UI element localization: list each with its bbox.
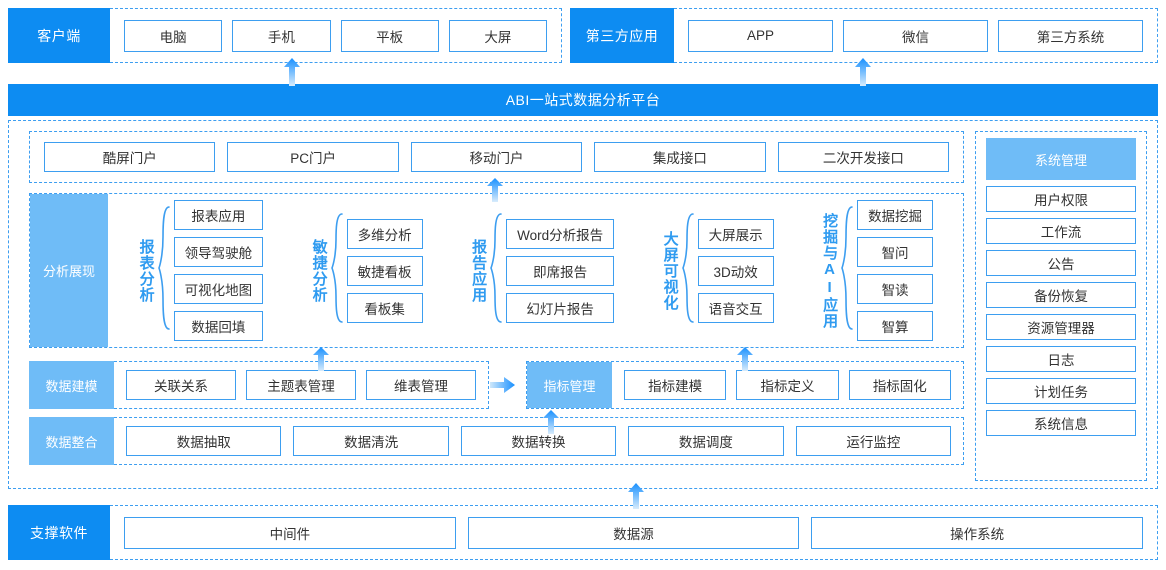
metric-management-block: 指标管理 指标建模 指标定义 指标固化	[526, 361, 964, 409]
modeling-item-dimension-table[interactable]: 维表管理	[366, 370, 476, 400]
analysis-item-zhidu[interactable]: 智读	[857, 274, 934, 304]
analysis-item-leader-cockpit[interactable]: 领导驾驶舱	[173, 237, 264, 267]
metric-management-items: 指标建模 指标定义 指标固化	[612, 362, 963, 408]
integration-item-cleanse[interactable]: 数据清洗	[293, 426, 449, 456]
sysadmin-item-announcement[interactable]: 公告	[986, 250, 1136, 276]
system-management-tag: 系统管理	[986, 138, 1136, 180]
portal-item-kuping[interactable]: 酷屏门户	[44, 142, 216, 172]
analysis-group-report-app-cells: Word分析报告 即席报告 幻灯片报告	[506, 218, 615, 323]
thirdparty-item-wechat[interactable]: 微信	[843, 19, 988, 52]
analysis-group-bigscreen-cells: 大屏展示 3D动效 语音交互	[697, 218, 774, 323]
thirdparty-layer-row: 第三方应用 APP 微信 第三方系统	[570, 8, 1158, 63]
analysis-item-dashboard-set[interactable]: 看板集	[346, 292, 423, 323]
client-item-phone[interactable]: 手机	[232, 19, 331, 52]
client-item-tablet[interactable]: 平板	[340, 19, 439, 52]
client-item-pc[interactable]: 电脑	[124, 19, 223, 52]
integration-item-extract[interactable]: 数据抽取	[126, 426, 282, 456]
left-brace-icon	[681, 212, 694, 329]
data-modeling-tag: 数据建模	[29, 361, 114, 409]
data-modeling-items: 关联关系 主题表管理 维表管理	[114, 361, 489, 409]
support-item-os[interactable]: 操作系统	[811, 516, 1144, 549]
analysis-item-adhoc-report[interactable]: 即席报告	[506, 255, 615, 286]
analysis-item-zhisuan[interactable]: 智算	[857, 311, 934, 341]
analysis-group-bigscreen-label: 大屏可视化	[661, 230, 679, 311]
analysis-item-bigscreen-display[interactable]: 大屏展示	[697, 218, 774, 249]
analysis-layer: 分析展现 报表分析 报表应用 领导驾驶舱 可视化地图 数据回填 敏捷分析	[29, 193, 964, 348]
thirdparty-item-system[interactable]: 第三方系统	[998, 19, 1143, 52]
analysis-groups: 报表分析 报表应用 领导驾驶舱 可视化地图 数据回填 敏捷分析	[108, 194, 963, 347]
platform-body: 酷屏门户 PC门户 移动门户 集成接口 二次开发接口 分析展现 报表分析 报表应…	[8, 120, 1158, 489]
sysadmin-item-log[interactable]: 日志	[986, 346, 1136, 372]
data-integration-tag: 数据整合	[29, 417, 114, 465]
metric-item-solidify[interactable]: 指标固化	[848, 370, 951, 400]
metric-management-tag: 指标管理	[527, 362, 612, 408]
data-modeling-left: 数据建模 关联关系 主题表管理 维表管理	[29, 361, 489, 409]
left-brace-icon	[490, 212, 502, 329]
thirdparty-item-app[interactable]: APP	[688, 19, 833, 52]
integration-item-monitor[interactable]: 运行监控	[795, 426, 952, 456]
portal-item-secondary-dev-api[interactable]: 二次开发接口	[777, 142, 950, 172]
analysis-item-visual-map[interactable]: 可视化地图	[173, 274, 264, 304]
platform-title-bar: ABI一站式数据分析平台	[8, 84, 1158, 116]
analysis-group-mining-ai: 挖掘与AI应用 数据挖掘 智问 智读 智算	[821, 200, 934, 341]
analysis-group-agile-cells: 多维分析 敏捷看板 看板集	[346, 218, 423, 323]
left-brace-icon	[841, 205, 853, 336]
thirdparty-layer-tag: 第三方应用	[570, 8, 674, 63]
support-software-tag: 支撑软件	[8, 505, 110, 560]
analysis-item-report-app[interactable]: 报表应用	[173, 200, 264, 230]
analysis-item-data-writeback[interactable]: 数据回填	[173, 311, 264, 341]
sysadmin-item-workflow[interactable]: 工作流	[986, 218, 1136, 244]
data-integration-items: 数据抽取 数据清洗 数据转换 数据调度 运行监控	[114, 417, 964, 465]
left-brace-icon	[157, 205, 170, 336]
portal-item-mobile[interactable]: 移动门户	[410, 142, 583, 172]
portal-item-integration-api[interactable]: 集成接口	[594, 142, 766, 172]
sysadmin-item-system-info[interactable]: 系统信息	[986, 410, 1136, 436]
analysis-group-agile: 敏捷分析 多维分析 敏捷看板 看板集	[311, 212, 423, 329]
analysis-item-voice-interaction[interactable]: 语音交互	[697, 292, 774, 323]
analysis-item-zhiwen[interactable]: 智问	[857, 237, 934, 267]
analysis-group-report-label: 报表分析	[137, 238, 155, 303]
support-software-items: 中间件 数据源 操作系统	[110, 505, 1158, 560]
portal-strip: 酷屏门户 PC门户 移动门户 集成接口 二次开发接口	[29, 131, 964, 183]
arrow-right-icon	[490, 376, 516, 394]
analysis-group-bigscreen: 大屏可视化 大屏展示 3D动效 语音交互	[662, 212, 774, 329]
client-layer-items: 电脑 手机 平板 大屏	[110, 8, 562, 63]
sysadmin-item-resource-manager[interactable]: 资源管理器	[986, 314, 1136, 340]
analysis-group-report-app: 报告应用 Word分析报告 即席报告 幻灯片报告	[470, 212, 615, 329]
sysadmin-item-user-permission[interactable]: 用户权限	[986, 186, 1136, 212]
analysis-item-word-report[interactable]: Word分析报告	[506, 218, 615, 249]
data-modeling-row: 数据建模 关联关系 主题表管理 维表管理 指标管理 指标建模 指标定义 指标固化	[29, 361, 964, 409]
support-item-datasource[interactable]: 数据源	[467, 516, 800, 549]
client-item-bigscreen[interactable]: 大屏	[448, 19, 547, 52]
sysadmin-item-scheduled-task[interactable]: 计划任务	[986, 378, 1136, 404]
analysis-group-mining-ai-cells: 数据挖掘 智问 智读 智算	[857, 200, 934, 341]
portal-item-pc[interactable]: PC门户	[227, 142, 399, 172]
modeling-item-relations[interactable]: 关联关系	[126, 370, 236, 400]
analysis-layer-tag: 分析展现	[30, 194, 108, 347]
sysadmin-item-backup-restore[interactable]: 备份恢复	[986, 282, 1136, 308]
metric-item-definition[interactable]: 指标定义	[736, 370, 839, 400]
analysis-group-mining-ai-label: 挖掘与AI应用	[821, 212, 839, 329]
analysis-group-agile-label: 敏捷分析	[310, 238, 328, 303]
analysis-group-report: 报表分析 报表应用 领导驾驶舱 可视化地图 数据回填	[137, 200, 264, 341]
metric-item-modeling[interactable]: 指标建模	[624, 370, 727, 400]
analysis-item-3d-effects[interactable]: 3D动效	[697, 255, 774, 286]
integration-item-schedule[interactable]: 数据调度	[628, 426, 784, 456]
analysis-group-report-app-label: 报告应用	[470, 238, 488, 303]
support-item-middleware[interactable]: 中间件	[124, 516, 456, 549]
analysis-item-multidim[interactable]: 多维分析	[346, 218, 423, 249]
data-integration-row: 数据整合 数据抽取 数据清洗 数据转换 数据调度 运行监控	[29, 417, 964, 465]
support-software-row: 支撑软件 中间件 数据源 操作系统	[8, 505, 1158, 560]
client-layer-row: 客户端 电脑 手机 平板 大屏	[8, 8, 562, 63]
left-brace-icon	[330, 212, 343, 329]
integration-item-transform[interactable]: 数据转换	[460, 426, 617, 456]
analysis-item-data-mining[interactable]: 数据挖掘	[857, 200, 934, 230]
analysis-group-report-cells: 报表应用 领导驾驶舱 可视化地图 数据回填	[173, 200, 264, 341]
client-layer-tag: 客户端	[8, 8, 110, 63]
analysis-item-agile-dashboard[interactable]: 敏捷看板	[346, 255, 423, 286]
system-management-panel: 系统管理 用户权限 工作流 公告 备份恢复 资源管理器 日志 计划任务 系统信息	[975, 131, 1147, 481]
analysis-item-slide-report[interactable]: 幻灯片报告	[506, 292, 615, 323]
thirdparty-layer-items: APP 微信 第三方系统	[674, 8, 1158, 63]
modeling-item-subject-table[interactable]: 主题表管理	[246, 370, 356, 400]
